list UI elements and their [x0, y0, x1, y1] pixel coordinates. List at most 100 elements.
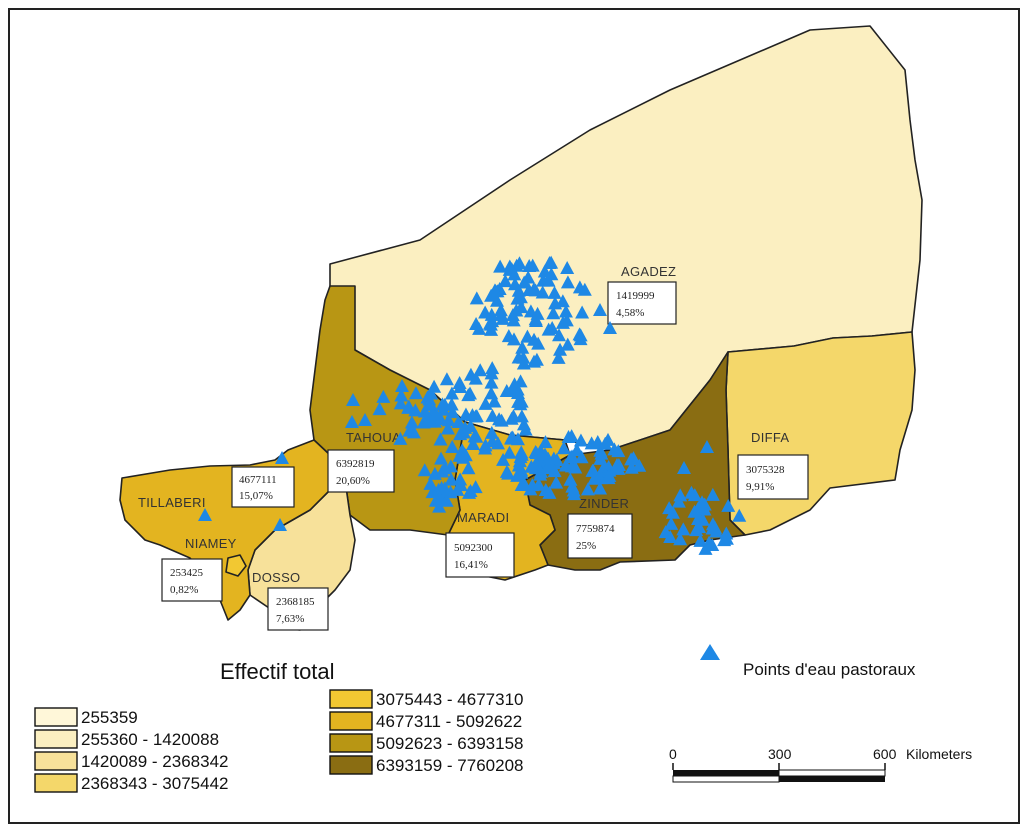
region-label-zinder: ZINDER: [579, 496, 629, 511]
water-point-marker: [444, 397, 459, 411]
svg-text:9,91%: 9,91%: [746, 481, 774, 493]
svg-text:7,63%: 7,63%: [276, 613, 304, 625]
water-point-marker: [494, 307, 509, 321]
water-point-marker: [658, 525, 673, 539]
water-point-marker: [556, 441, 571, 455]
water-point-marker: [533, 443, 548, 457]
water-point-marker: [514, 447, 529, 461]
water-point-marker: [498, 274, 513, 288]
water-point-marker: [198, 508, 212, 521]
water-point-marker: [465, 408, 480, 422]
region-label-maradi: MARADI: [457, 510, 509, 525]
region-niamey[interactable]: [225, 554, 247, 577]
svg-text:25%: 25%: [576, 540, 596, 552]
water-point-marker: [490, 436, 505, 450]
water-point-marker: [504, 430, 519, 444]
water-point-marker: [687, 488, 702, 502]
water-point-marker: [515, 340, 530, 354]
water-point-marker: [434, 451, 449, 465]
svg-text:15,07%: 15,07%: [239, 490, 273, 502]
water-point-marker: [521, 270, 536, 284]
water-point-marker: [425, 485, 440, 499]
water-point-marker: [572, 280, 587, 294]
water-point-marker: [593, 481, 608, 495]
legend-swatch: [34, 729, 78, 749]
water-point-marker: [584, 436, 599, 450]
water-point-marker: [510, 468, 525, 482]
water-point-marker: [705, 521, 720, 535]
water-point-marker: [393, 396, 408, 410]
water-point-marker: [602, 468, 617, 482]
water-point-marker: [555, 315, 570, 329]
water-point-marker: [541, 458, 556, 472]
water-point-marker: [529, 352, 544, 366]
water-point-marker: [507, 267, 522, 281]
water-point-marker: [490, 293, 505, 307]
water-point-marker: [462, 386, 477, 400]
value-box-agadez: 1419999 4,58%: [607, 281, 677, 325]
water-point-marker: [468, 371, 483, 385]
water-point-marker: [509, 303, 524, 317]
water-point-marker: [273, 518, 287, 531]
legend-title: Effectif total: [220, 659, 335, 684]
water-point-marker: [469, 316, 484, 330]
water-point-marker: [689, 523, 704, 537]
water-point-marker: [393, 431, 408, 445]
water-point-marker: [345, 415, 359, 428]
water-point-marker: [440, 421, 455, 435]
water-point-marker: [424, 386, 439, 400]
water-point-marker: [404, 415, 419, 429]
water-point-marker: [433, 432, 448, 446]
water-point-marker: [484, 366, 499, 380]
water-point-marker: [673, 488, 688, 502]
water-point-marker: [432, 491, 447, 505]
legend-swatch: [329, 711, 373, 731]
water-point-marker: [499, 464, 514, 478]
water-point-marker: [463, 419, 478, 433]
svg-text:6392819: 6392819: [336, 458, 375, 470]
water-point-marker: [547, 464, 562, 478]
water-point-marker: [693, 533, 708, 547]
legend-swatch: [34, 751, 78, 771]
svg-text:3075328: 3075328: [746, 464, 785, 476]
water-point-marker: [523, 304, 538, 318]
water-point-marker: [478, 438, 493, 452]
legend-class-label: 4677311 - 5092622: [376, 712, 522, 731]
water-point-marker: [376, 389, 391, 403]
water-point-marker: [568, 460, 583, 474]
water-point-marker: [558, 304, 573, 318]
water-point-marker: [632, 458, 647, 472]
legend-swatch: [34, 707, 78, 727]
water-point-marker: [721, 498, 736, 512]
water-point-marker: [529, 456, 544, 470]
scale-bar: 0 300 600 Kilometers: [669, 746, 972, 783]
water-point-marker: [493, 259, 508, 273]
region-label-agadez: AGADEZ: [621, 264, 676, 279]
water-point-marker: [484, 307, 499, 321]
water-point-marker: [401, 399, 416, 413]
water-point-marker: [574, 450, 589, 464]
water-point-marker: [512, 256, 527, 270]
region-label-dosso: DOSSO: [252, 570, 300, 585]
water-point-marker: [453, 478, 468, 492]
water-point-marker: [580, 482, 595, 496]
water-point-marker: [484, 425, 499, 439]
water-point-marker: [549, 475, 564, 489]
water-point-marker: [516, 350, 531, 364]
water-point-marker: [428, 407, 443, 421]
legend-class-label: 3075443 - 4677310: [376, 690, 523, 709]
water-point-marker: [573, 433, 588, 447]
legend-swatch: [329, 733, 373, 753]
region-label-tillaberi: TILLABERI: [138, 495, 206, 510]
water-point-marker: [677, 461, 691, 474]
water-point-marker: [439, 372, 454, 386]
water-point-marker: [408, 403, 423, 417]
legend-swatch: [329, 755, 373, 775]
water-point-marker: [453, 379, 468, 393]
water-point-marker: [514, 394, 529, 408]
water-point-marker: [408, 386, 423, 400]
water-point-marker: [547, 285, 562, 299]
water-point-marker: [593, 443, 608, 457]
water-point-marker: [551, 350, 566, 364]
water-point-marker: [575, 305, 590, 319]
